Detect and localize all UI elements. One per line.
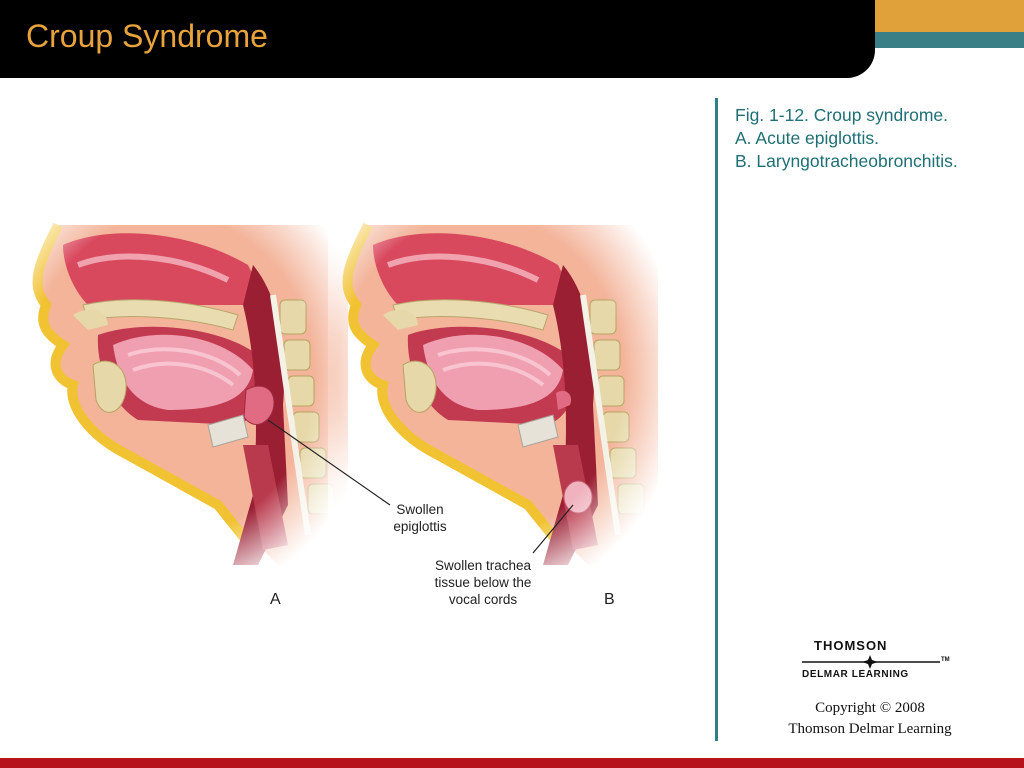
figure-caption: Fig. 1-12. Croup syndrome. A. Acute epig…	[735, 104, 1015, 173]
accent-gap	[875, 48, 1024, 78]
accent-teal-bar	[875, 32, 1024, 48]
caption-line-2: A. Acute epiglottis.	[735, 128, 879, 148]
slide-title: Croup Syndrome	[26, 18, 268, 54]
accent-orange-bar	[875, 0, 1024, 32]
vertical-divider	[715, 98, 718, 741]
annotation-b-line-2: tissue below the	[434, 575, 532, 590]
figure-label-b: B	[604, 591, 615, 608]
copyright-line-2: Thomson Delmar Learning	[788, 721, 952, 737]
annotation-swollen-epiglottis: Swollen epiglottis	[390, 501, 450, 535]
bottom-bar	[0, 758, 1024, 768]
head-b-section	[328, 205, 668, 585]
anatomy-svg	[18, 205, 668, 585]
caption-line-1: Fig. 1-12. Croup syndrome.	[735, 105, 949, 125]
leader-line-epiglottis	[267, 419, 391, 506]
croup-illustration: Swollen epiglottis Swollen trachea tissu…	[18, 205, 698, 625]
annotation-swollen-trachea: Swollen trachea tissue below the vocal c…	[418, 557, 548, 608]
copyright-notice: Copyright © 2008 Thomson Delmar Learning	[760, 698, 980, 740]
logo-text-thomson: THOMSON	[814, 638, 888, 653]
annotation-b-line-1: Swollen trachea	[434, 558, 532, 573]
logo-text-delmar: DELMAR LEARNING	[802, 669, 909, 680]
figure-label-a: A	[270, 591, 281, 608]
header-bar	[0, 0, 875, 78]
annotation-b-line-3: vocal cords	[448, 592, 518, 607]
annotation-a-line-2: epiglottis	[393, 519, 447, 534]
leader-line-trachea	[532, 504, 574, 554]
thomson-delmar-logo: THOMSON TM DELMAR LEARNING	[800, 636, 955, 686]
annotation-a-line-1: Swollen	[396, 502, 444, 517]
caption-line-3: B. Laryngotracheobronchitis.	[735, 151, 958, 171]
copyright-line-1: Copyright © 2008	[815, 700, 925, 716]
head-a-section	[18, 205, 358, 585]
logo-tm: TM	[941, 657, 950, 663]
logo-star-rule	[802, 655, 940, 669]
